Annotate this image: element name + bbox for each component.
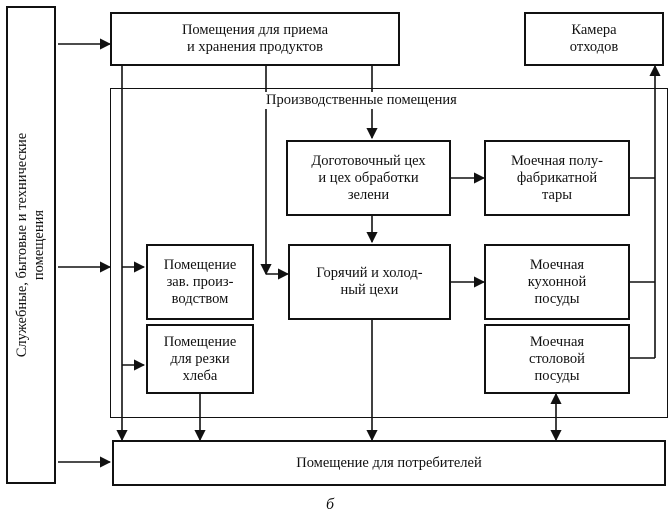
consumers-box: Помещение для потребителей xyxy=(112,440,666,486)
hot-cold-shops-box: Горячий и холод- ный цехи xyxy=(288,244,451,320)
services-block: Служебные, бытовые и технические помещен… xyxy=(6,6,56,484)
figure-caption: б xyxy=(326,496,335,513)
table-washing-box: Моечная столовой посуды xyxy=(484,324,630,394)
services-label: Служебные, бытовые и технические помещен… xyxy=(14,132,47,358)
tare-washing-box: Моечная полу- фабрикатной тары xyxy=(484,140,630,216)
bread-cutting-box: Помещение для резки хлеба xyxy=(146,324,254,394)
manager-room-box: Помещение зав. произ- водством xyxy=(146,244,254,320)
production-group-title: Производственные помещения xyxy=(262,92,461,109)
waste-chamber-box: Камера отходов xyxy=(524,12,664,66)
kitchen-washing-box: Моечная кухонной посуды xyxy=(484,244,630,320)
storage-box: Помещения для приема и хранения продукто… xyxy=(110,12,400,66)
prep-shop-box: Доготовочный цех и цех обработки зелени xyxy=(286,140,451,216)
production-group-frame xyxy=(110,88,668,418)
